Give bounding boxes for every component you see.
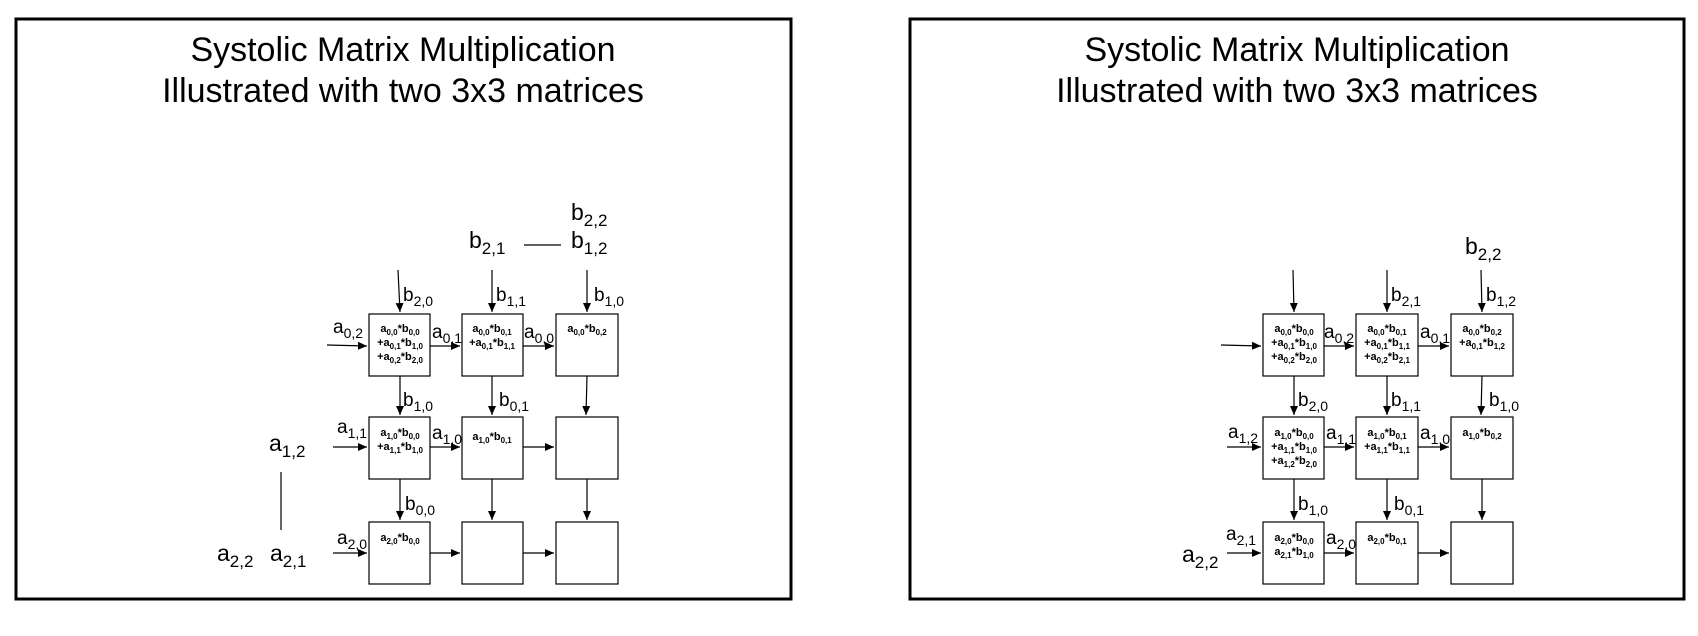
arrow-down-0-2 — [1477, 375, 1486, 416]
arrow-down-0-2 — [582, 375, 591, 416]
label-b10-top: b1,0 — [1489, 390, 1519, 414]
panel-1-cell-text: a0,0*b0,0 +a0,1*b1,0 +a0,2*b2,0 a0,0*b0,… — [377, 323, 607, 546]
panel-1-pe-grid — [368, 313, 619, 585]
label-b21: b2,1 — [469, 227, 505, 258]
pe-cell-0-0-line-2: +a0,1*b1,0 — [377, 337, 423, 351]
label-b12: b1,2 — [571, 227, 607, 258]
pe-cell-1-1-line-2: +a1,1*b1,1 — [1364, 441, 1410, 455]
pe-cell-2-0-line-1: a2,0*b0,0 — [1274, 532, 1314, 546]
pe-cell-2-2 — [1450, 521, 1514, 585]
label-b22: b2,2 — [571, 199, 607, 230]
pe-cell-2-2 — [555, 521, 619, 585]
panel-1-title-line1: Systolic Matrix Multiplication — [190, 31, 615, 69]
arrow-in-row-0 — [1220, 341, 1262, 350]
pe-cell-0-2 — [1450, 313, 1514, 377]
label-b10: b1,0 — [1298, 494, 1328, 518]
label-a22: a2,2 — [1182, 541, 1218, 572]
pe-cell-1-2 — [555, 416, 619, 480]
pe-cell-0-0-line-3: +a0,2*b2,0 — [1271, 351, 1317, 365]
panel-1-title-line2: Illustrated with two 3x3 matrices — [162, 72, 644, 110]
label-b10: b1,0 — [403, 390, 433, 414]
label-a12: a1,2 — [1228, 422, 1258, 446]
panel-2-labels: b2,2 b2,1 b1,2 a0,2 a0,1 b2,0 b1,1 b1,0 … — [1182, 233, 1519, 572]
pe-cell-1-1-line-1: a1,0*b0,1 — [472, 431, 512, 445]
pe-cell-0-1-line-1: a0,0*b0,1 — [1367, 323, 1407, 337]
panel-2-arrows — [1220, 269, 1486, 557]
pe-cell-0-0-line-1: a0,0*b0,0 — [380, 323, 420, 337]
pe-cell-2-0 — [368, 521, 431, 585]
label-b22: b2,2 — [1465, 233, 1501, 264]
pe-cell-2-1-line-1: a2,0*b0,1 — [1367, 532, 1407, 546]
label-a20: a2,0 — [337, 528, 367, 552]
panel-2: Systolic Matrix Multiplication Illustrat… — [908, 17, 1686, 601]
arrow-in-col-2 — [1477, 269, 1486, 313]
pe-cell-0-1-line-1: a0,0*b0,1 — [472, 323, 512, 337]
label-b01: b0,1 — [499, 390, 529, 414]
label-b10-top: b1,0 — [594, 285, 624, 309]
pe-cell-1-0-line-2: +a1,1*b1,0 — [1271, 441, 1317, 455]
label-a01: a0,1 — [1420, 322, 1450, 346]
pe-cell-1-0-line-2: +a1,1*b1,0 — [377, 441, 423, 455]
pe-cell-0-0-line-2: +a0,1*b1,0 — [1271, 337, 1317, 351]
pe-cell-2-1 — [1355, 521, 1419, 585]
label-b20: b2,0 — [1298, 390, 1328, 414]
panel-2-title-line2: Illustrated with two 3x3 matrices — [1056, 72, 1538, 110]
label-b11: b1,1 — [496, 285, 526, 309]
pe-cell-1-0-line-3: +a1,2*b2,0 — [1271, 455, 1317, 469]
pe-cell-2-0-line-2: a2,1*b1,0 — [1274, 546, 1314, 560]
pe-cell-1-1-line-1: a1,0*b0,1 — [1367, 427, 1407, 441]
label-a11: a1,1 — [1326, 423, 1356, 447]
label-b12: b1,2 — [1486, 285, 1516, 309]
arrow-in-col-0 — [1289, 269, 1298, 313]
pe-cell-0-0-line-1: a0,0*b0,0 — [1274, 323, 1314, 337]
pe-cell-0-2 — [555, 313, 619, 377]
pe-cell-1-0-line-1: a1,0*b0,0 — [1274, 427, 1314, 441]
pe-cell-0-1 — [1355, 313, 1419, 377]
pe-cell-0-1-line-2: +a0,1*b1,1 — [1364, 337, 1410, 351]
arrow-in-row-0 — [326, 341, 368, 350]
panel-2-title-line1: Systolic Matrix Multiplication — [1084, 31, 1509, 69]
pe-cell-0-1 — [461, 313, 524, 377]
panel-1-labels: b2,2 b2,1 b1,2 b2,0 b1,1 b1,0 a0,2 a0,1 … — [217, 199, 624, 571]
arrow-in-col-0 — [395, 269, 404, 313]
pe-cell-0-2-line-1: a0,0*b0,2 — [567, 323, 607, 337]
pe-cell-0-1-line-3: +a0,2*b2,1 — [1364, 351, 1410, 365]
pe-cell-0-2-line-2: +a0,1*b1,2 — [1459, 337, 1505, 351]
pe-cell-0-0 — [368, 313, 431, 377]
label-a22: a2,2 — [217, 540, 253, 571]
label-b01: b0,1 — [1394, 494, 1424, 518]
pe-cell-2-0-line-1: a2,0*b0,0 — [380, 532, 420, 546]
label-b21: b2,1 — [1391, 285, 1421, 309]
label-b20: b2,0 — [403, 285, 433, 309]
label-a10: a1,0 — [1420, 423, 1450, 447]
label-a01: a0,1 — [432, 322, 462, 346]
pe-cell-0-2-line-1: a0,0*b0,2 — [1462, 323, 1502, 337]
panel-2-cell-text: a0,0*b0,0 +a0,1*b1,0 +a0,2*b2,0 a0,0*b0,… — [1271, 323, 1505, 560]
panel-2-pe-grid — [1262, 313, 1514, 585]
label-a12: a1,2 — [269, 430, 305, 461]
label-a21: a2,1 — [270, 540, 306, 571]
label-a11: a1,1 — [337, 417, 367, 441]
pe-cell-0-1-line-2: +a0,1*b1,1 — [469, 337, 515, 351]
pe-cell-1-0-line-1: a1,0*b0,0 — [380, 427, 420, 441]
pe-cell-0-0 — [1262, 313, 1325, 377]
label-b00: b0,0 — [405, 494, 435, 518]
label-a02: a0,2 — [333, 317, 363, 341]
panel-1: Systolic Matrix Multiplication Illustrat… — [14, 17, 793, 601]
panel-1-arrows — [280, 244, 591, 557]
label-a02: a0,2 — [1324, 322, 1354, 346]
pe-cell-1-2-line-1: a1,0*b0,2 — [1462, 427, 1502, 441]
pe-cell-1-2 — [1450, 416, 1514, 480]
label-a00: a0,0 — [524, 322, 554, 346]
pe-cell-0-0-line-3: +a0,2*b2,0 — [377, 351, 423, 365]
pe-cell-1-1 — [1355, 416, 1419, 480]
label-a21: a2,1 — [1226, 524, 1256, 548]
pe-cell-1-1 — [461, 416, 524, 480]
label-a20: a2,0 — [1326, 528, 1356, 552]
label-b11: b1,1 — [1391, 390, 1421, 414]
pe-cell-1-0 — [1262, 416, 1325, 480]
pe-cell-2-1 — [461, 521, 524, 585]
label-a10: a1,0 — [432, 423, 462, 447]
